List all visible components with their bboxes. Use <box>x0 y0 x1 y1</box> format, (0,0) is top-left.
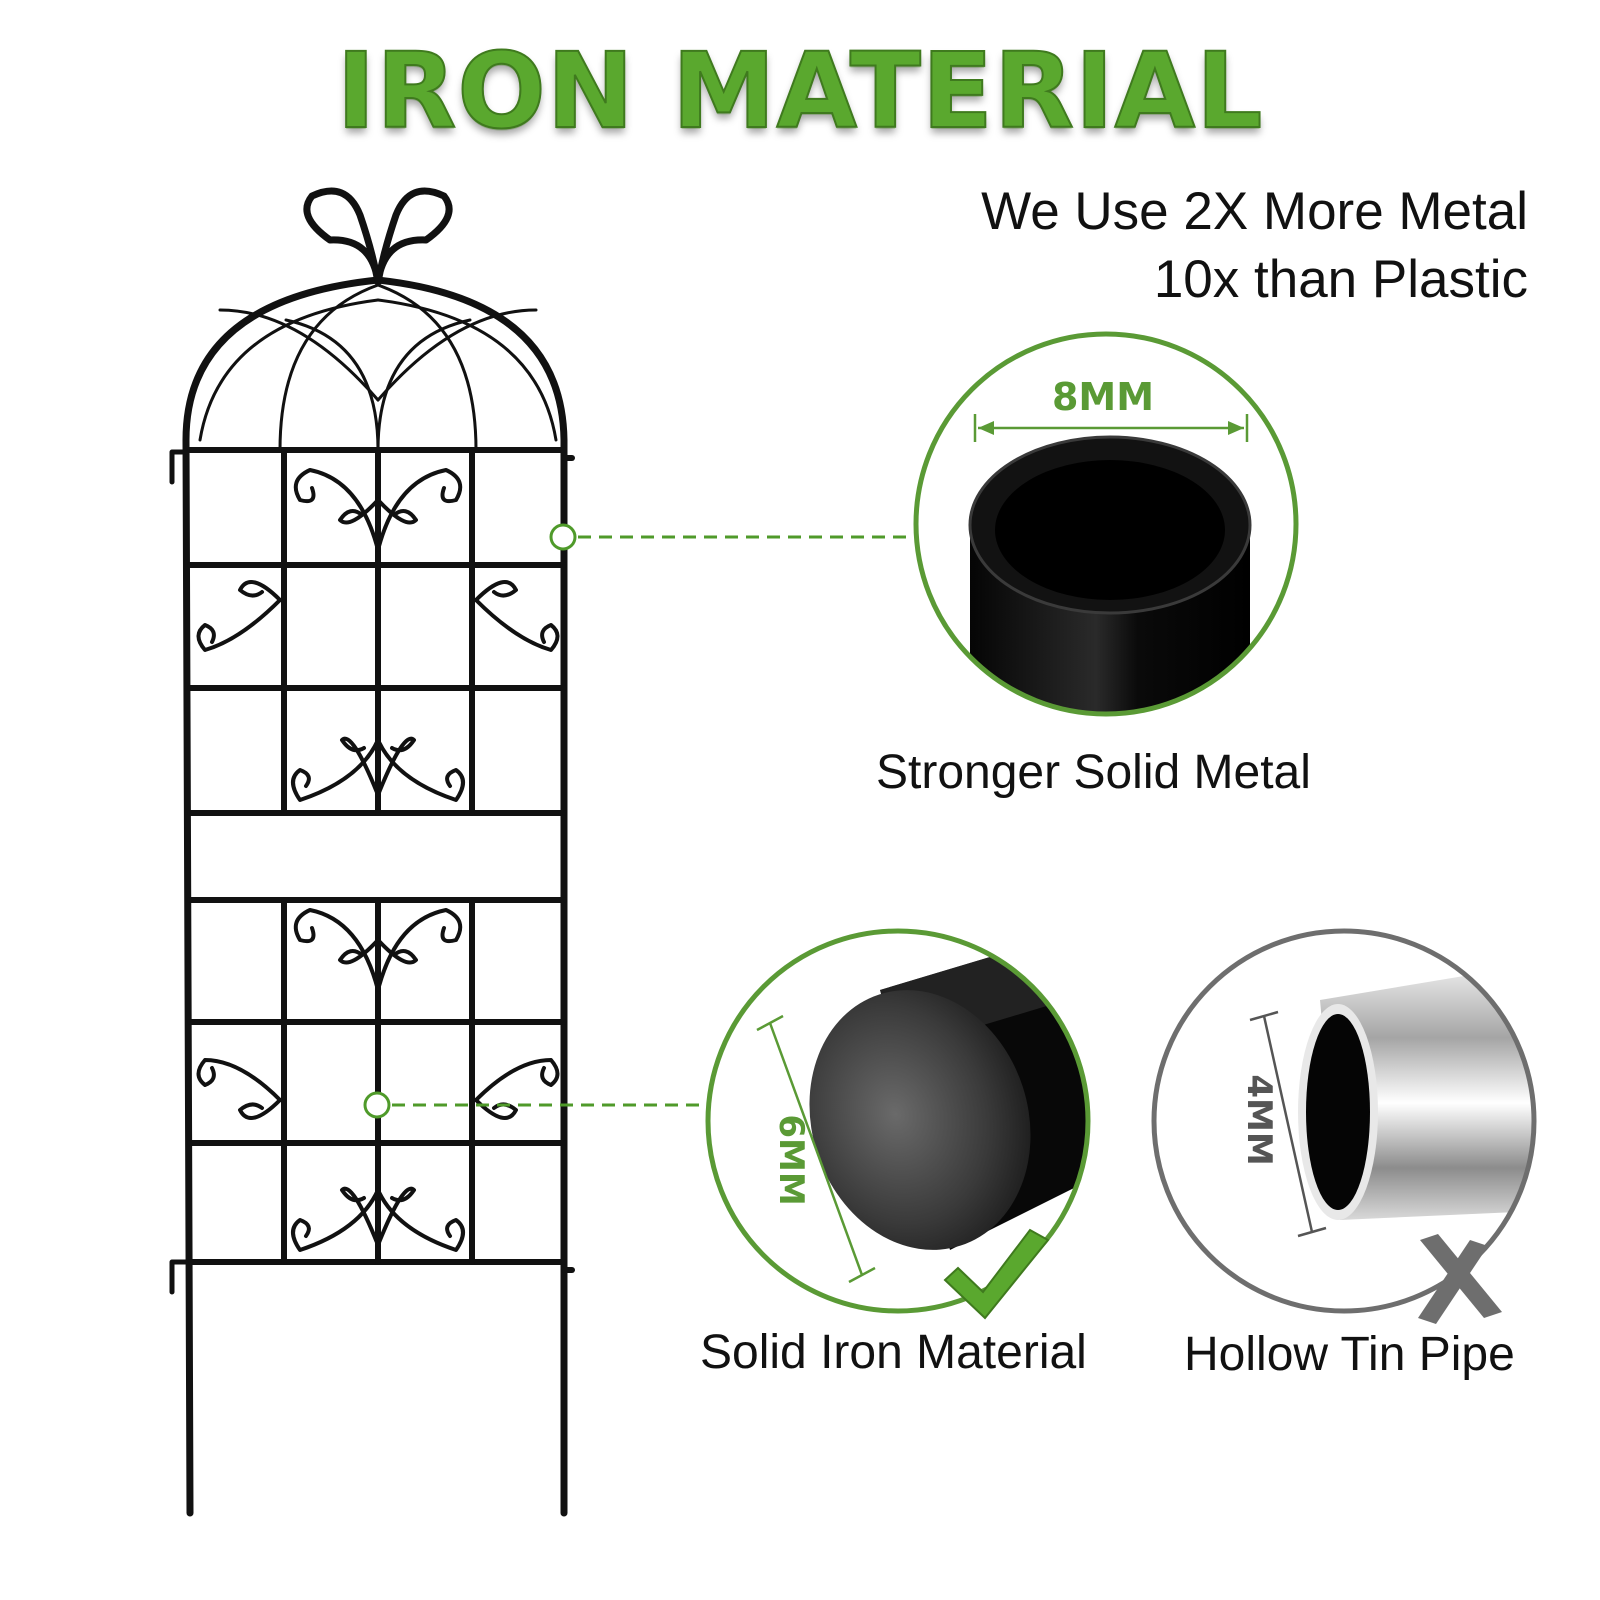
tagline: We Use 2X More Metal 10x than Plastic <box>981 178 1528 314</box>
caption-hollow-tin-pipe: Hollow Tin Pipe <box>1184 1328 1515 1381</box>
tagline-line-1: We Use 2X More Metal <box>981 182 1528 241</box>
callout-connectors <box>363 523 910 1119</box>
caption-stronger-solid-metal: Stronger Solid Metal <box>876 746 1311 799</box>
caption-solid-iron-material: Solid Iron Material <box>700 1326 1087 1379</box>
tagline-line-2: 10x than Plastic <box>1153 250 1528 309</box>
check-icon <box>943 1228 1050 1320</box>
tube-end-circle: 8MM <box>913 331 1299 717</box>
dimension-6mm-label: 6MM <box>771 1114 811 1205</box>
dimension-8mm-label: 8MM <box>1052 375 1154 419</box>
page-title: IRON MATERIAL <box>336 29 1264 153</box>
solid-iron-circle: 6MM <box>705 928 1091 1320</box>
dimension-4mm-label: 4MM <box>1239 1074 1279 1165</box>
hollow-tin-circle: 4MM <box>1151 928 1537 1324</box>
cross-icon <box>1418 1234 1502 1324</box>
trellis-panel <box>169 187 575 1517</box>
